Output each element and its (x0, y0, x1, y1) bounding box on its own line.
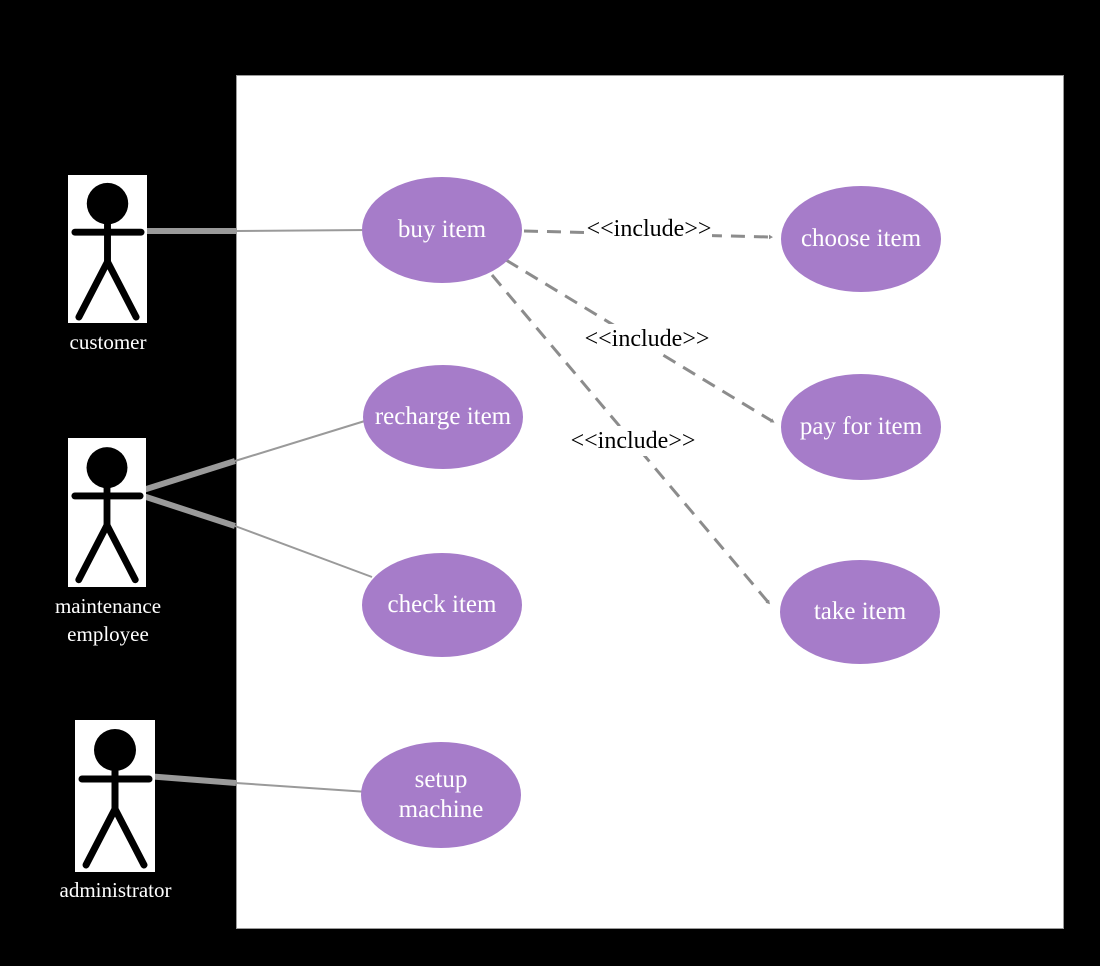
actor-administrator (75, 720, 155, 872)
use-case-recharge-item: recharge item (363, 365, 523, 469)
include-label-choose-item: <<include>> (586, 214, 712, 244)
actor-icon (78, 729, 153, 869)
use-case-take-item: take item (780, 560, 940, 664)
actor-label-maintenance-employee: maintenance employee (54, 594, 162, 647)
use-case-choose-item: choose item (781, 186, 941, 292)
actor-icon (71, 447, 144, 584)
system-boundary (236, 75, 1064, 929)
use-case-buy-item: buy item (362, 177, 522, 283)
actor-label-customer: customer (69, 330, 147, 354)
use-case-check-item: check item (362, 553, 522, 657)
actor-maintenance-employee (68, 438, 146, 587)
actor-label-administrator: administrator (59, 878, 172, 902)
actor-icon (71, 182, 145, 321)
use-case-setup-machine: setup machine (361, 742, 521, 848)
use-case-pay-for-item: pay for item (781, 374, 941, 480)
include-label-pay-for-item: <<include>> (584, 324, 710, 354)
include-label-take-item: <<include>> (570, 426, 696, 456)
actor-customer (68, 175, 147, 323)
